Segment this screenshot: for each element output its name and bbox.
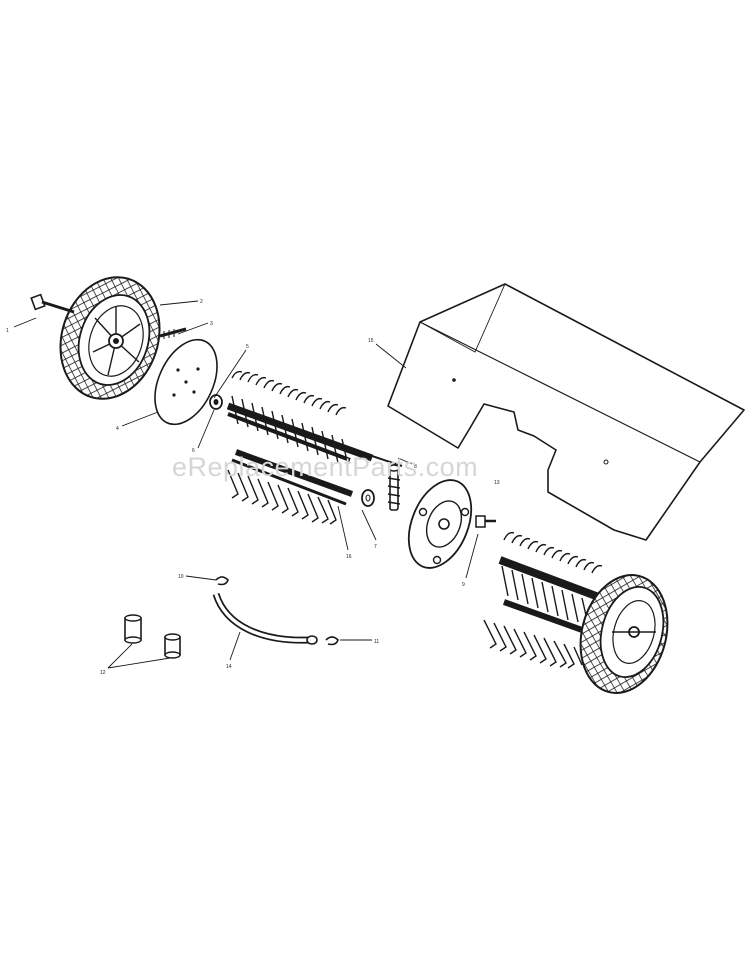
hub-bolt [159, 327, 187, 339]
callout-labels: 1 2 3 4 5 6 7 8 9 10 11 12 13 14 15 16 [6, 299, 500, 676]
callout-12: 12 [100, 670, 106, 676]
spacer-tall [124, 614, 142, 644]
callout-5: 5 [246, 344, 249, 350]
callout-16: 16 [346, 554, 352, 560]
tine-reel-left [226, 370, 403, 525]
callout-15: 15 [368, 338, 374, 344]
washer [361, 489, 375, 507]
callout-6: 6 [192, 448, 195, 454]
left-wheel [59, 276, 161, 400]
hub-plate-left [154, 338, 218, 426]
callout-3: 3 [210, 321, 213, 327]
callout-4: 4 [116, 426, 119, 432]
callout-13: 13 [494, 480, 500, 486]
handle-link [212, 592, 318, 645]
callout-8: 8 [414, 464, 417, 470]
callout-11: 11 [374, 639, 379, 645]
hub-plate-right [407, 479, 473, 569]
leader-lines [13, 300, 479, 669]
callout-2: 2 [200, 299, 203, 305]
axle-bolt-left [30, 293, 75, 314]
callout-14: 14 [226, 664, 232, 670]
callout-1: 1 [6, 328, 9, 334]
right-wheel [579, 574, 669, 694]
callout-9: 9 [462, 582, 465, 588]
bushing-left [209, 394, 223, 410]
cover-shield [387, 283, 745, 541]
spacer-short [164, 633, 181, 659]
spring-bolt [387, 464, 401, 511]
callout-7: 7 [374, 544, 377, 550]
clip-lower [325, 636, 339, 646]
callout-10: 10 [178, 574, 184, 580]
clip-upper [215, 576, 229, 586]
hub-bolt-right [475, 515, 496, 528]
